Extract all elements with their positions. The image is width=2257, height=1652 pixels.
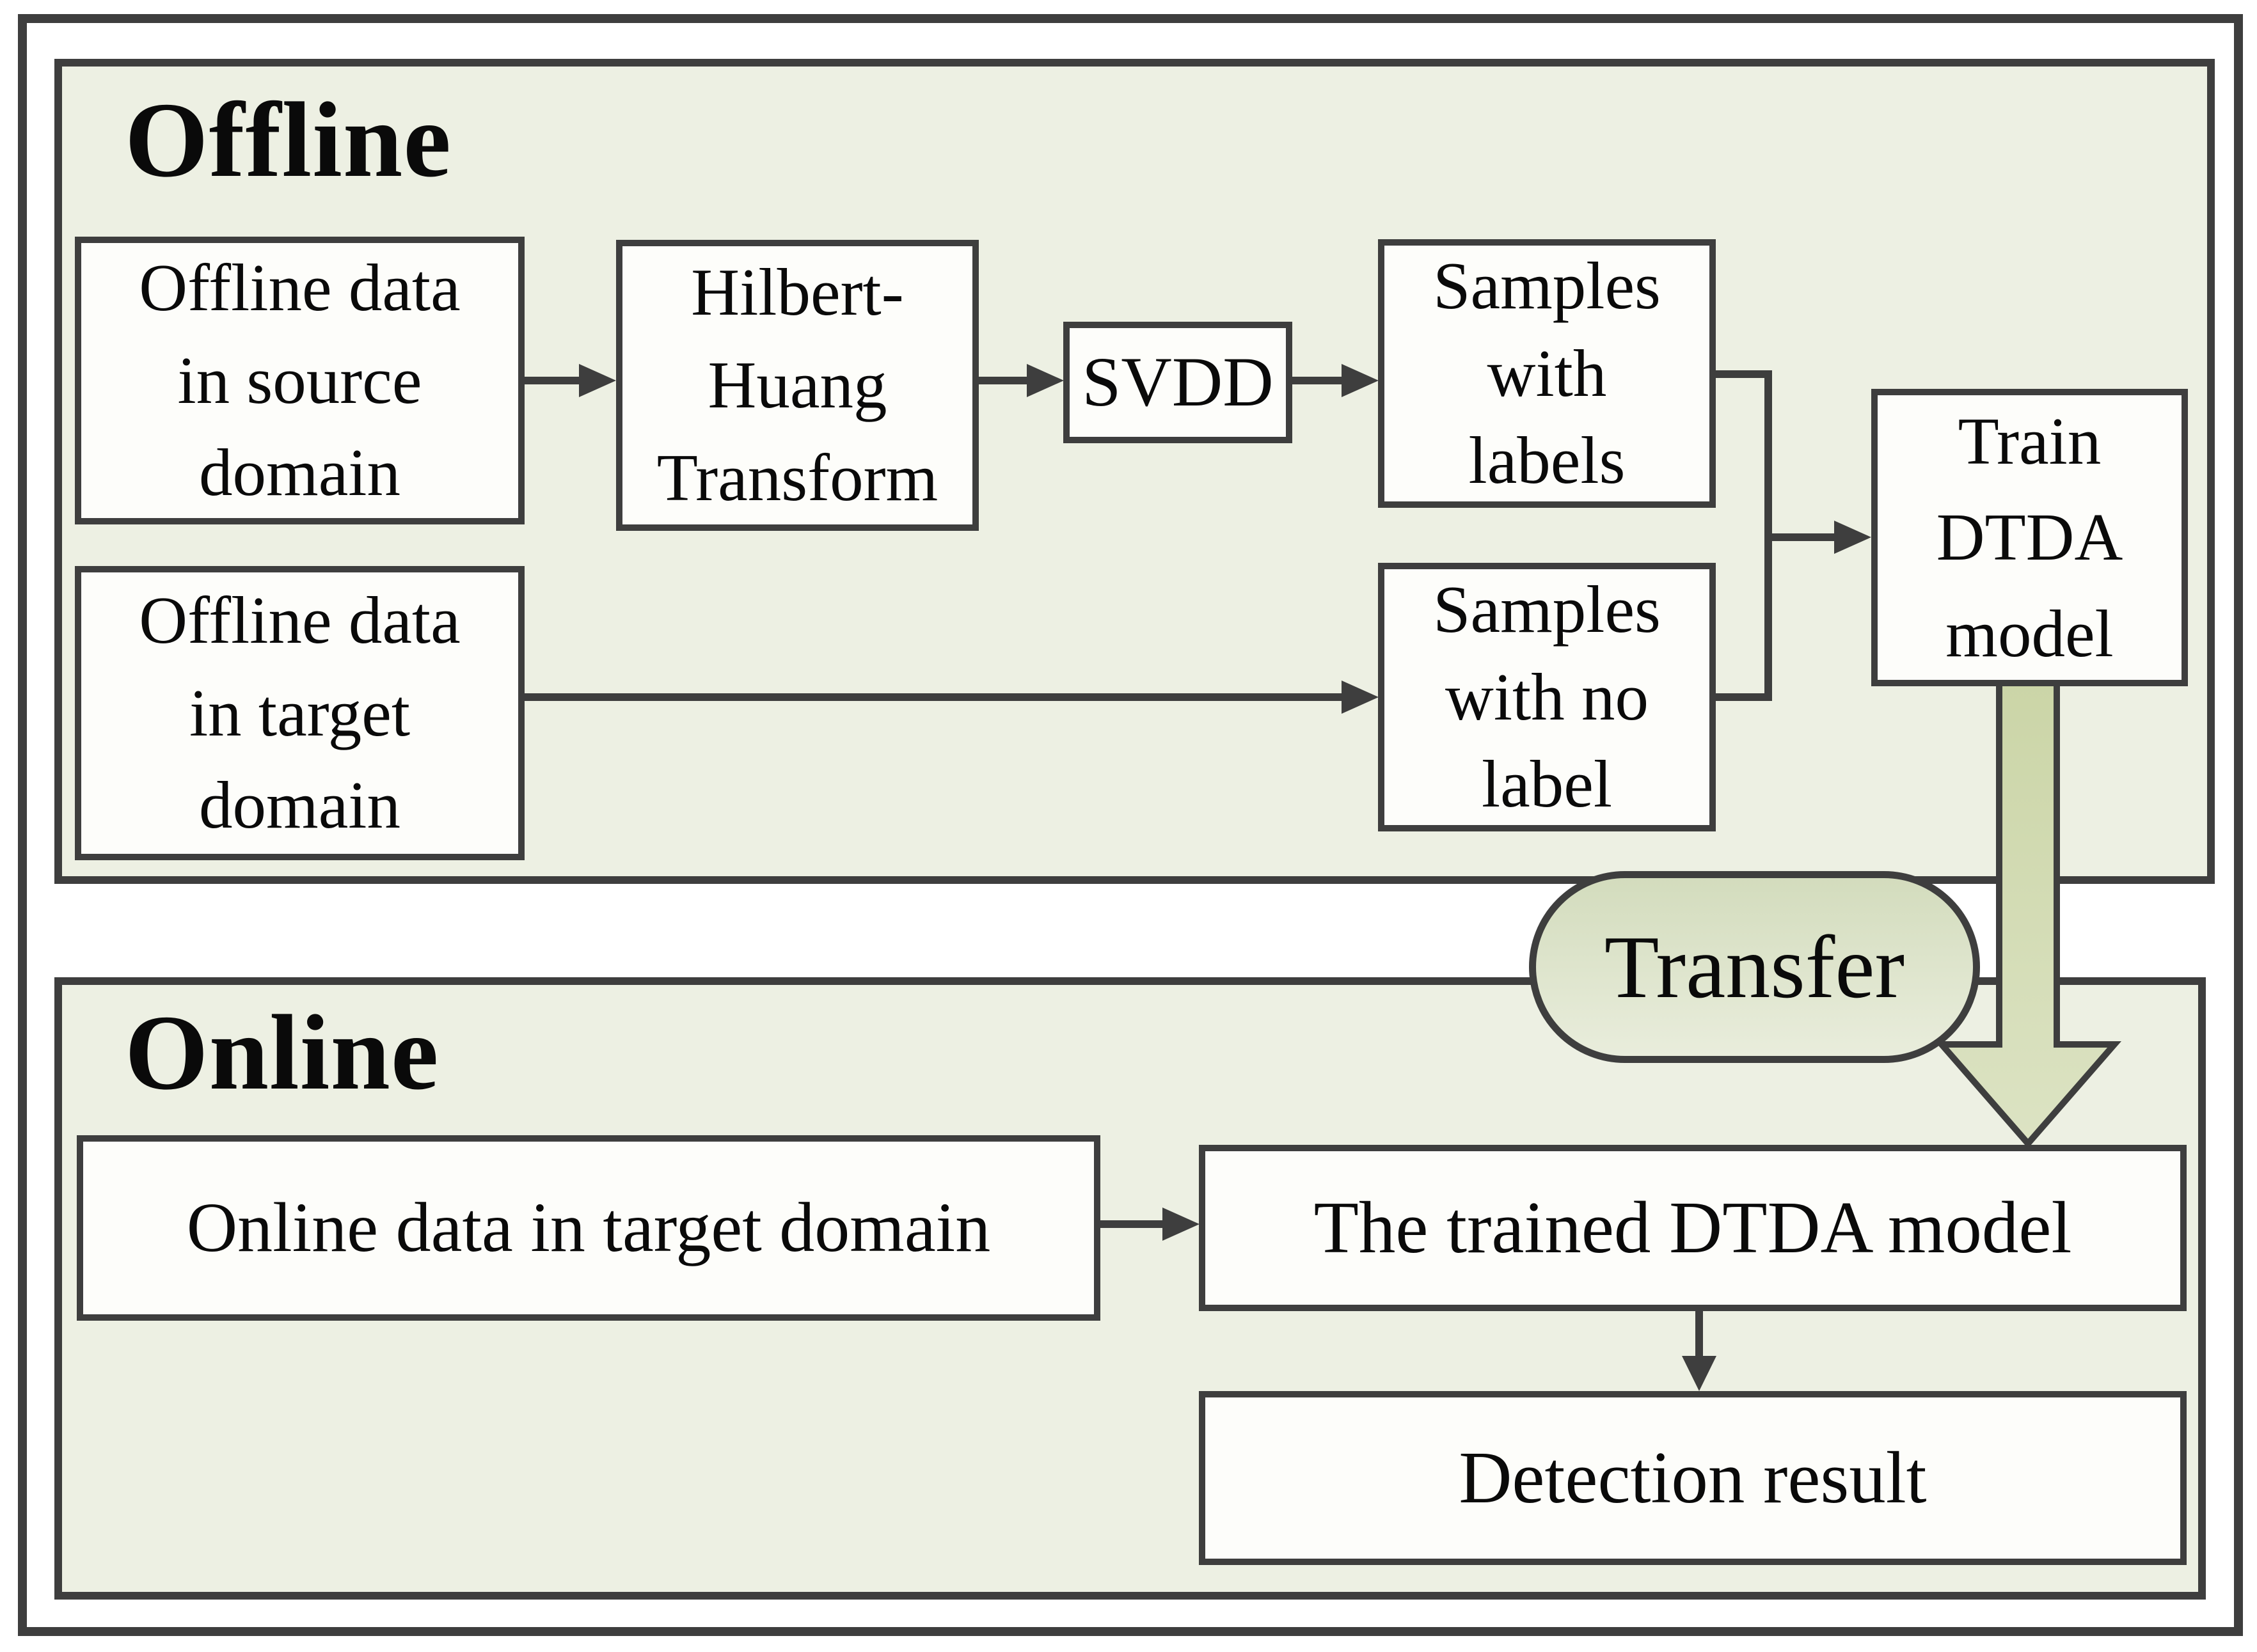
bracket-stub-unlabeled <box>1716 693 1772 701</box>
connector-trained-to-result <box>1695 1311 1703 1357</box>
outer-frame <box>18 14 2243 1636</box>
svdd-box: SVDD <box>1063 322 1292 443</box>
bracket-vertical <box>1764 370 1772 701</box>
arrowhead-hht-to-svdd-icon <box>1027 364 1064 397</box>
offline-target-data-box: Offline data in target domain <box>75 566 525 860</box>
connector-bracket-to-train <box>1772 533 1836 541</box>
online-title: Online <box>125 993 440 1112</box>
connector-svdd-to-labeled <box>1292 377 1342 384</box>
connector-onlinedata-to-trained <box>1100 1220 1163 1228</box>
bracket-stub-labeled <box>1716 370 1772 378</box>
offline-title: Offline <box>125 81 452 200</box>
connector-source-to-hht <box>525 377 580 384</box>
arrowhead-source-to-hht-icon <box>579 364 616 397</box>
arrowhead-trained-to-result-icon <box>1682 1356 1716 1391</box>
train-dtda-model-box: Train DTDA model <box>1871 389 2188 686</box>
hilbert-huang-transform-box: Hilbert- Huang Transform <box>616 240 979 531</box>
samples-with-labels-box: Samples with labels <box>1378 239 1716 508</box>
offline-source-data-box: Offline data in source domain <box>75 237 525 524</box>
detection-result-box: Detection result <box>1199 1391 2187 1565</box>
arrowhead-onlinedata-to-trained-icon <box>1162 1208 1200 1241</box>
trained-dtda-model-box: The trained DTDA model <box>1199 1145 2187 1311</box>
arrowhead-bracket-to-train-icon <box>1834 521 1871 554</box>
transfer-down-arrow-icon <box>1935 680 2121 1149</box>
connector-hht-to-svdd <box>979 377 1027 384</box>
arrowhead-target-to-unlabeled-icon <box>1342 680 1379 714</box>
samples-with-no-label-box: Samples with no label <box>1378 563 1716 831</box>
transfer-label: Transfer <box>1604 917 1905 1017</box>
transfer-pill: Transfer <box>1529 871 1980 1063</box>
online-data-box: Online data in target domain <box>77 1135 1100 1321</box>
arrowhead-svdd-to-labeled-icon <box>1342 364 1379 397</box>
connector-target-to-unlabeled <box>525 693 1342 701</box>
